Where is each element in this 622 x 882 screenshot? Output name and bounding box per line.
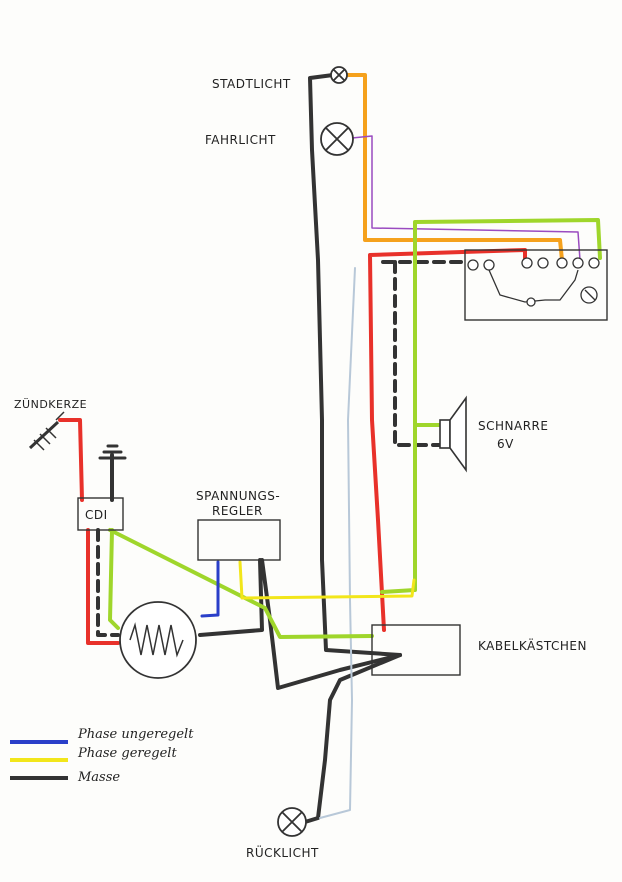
lightblue-wire	[319, 267, 356, 819]
spark-plug-icon	[28, 411, 65, 451]
ground-wire-cdi-dashed	[96, 528, 120, 637]
yellow-wire	[238, 560, 416, 600]
label-cdi: CDI	[85, 508, 108, 522]
label-standlicht: STADTLICHT	[212, 77, 291, 91]
ground-wire-main	[308, 73, 402, 657]
kabelkaestchen-box	[371, 624, 461, 676]
label-regler-line2: REGLER	[212, 504, 263, 518]
legend-label-blue: Phase ungeregelt	[77, 727, 194, 742]
spannungsregler-box	[197, 519, 281, 561]
light-switch-icon	[464, 249, 608, 321]
ground-wire-to-ruecklicht	[303, 653, 402, 824]
generator-icon	[119, 601, 197, 679]
green-wire-horn	[380, 253, 442, 594]
legend: Phase ungeregelt Phase geregelt Masse	[10, 727, 194, 785]
orange-wire	[343, 73, 564, 262]
blue-wire	[200, 560, 220, 618]
green-wire-cdi	[108, 528, 374, 639]
ground-wire-regler	[198, 558, 402, 690]
red-wire-spark	[58, 418, 120, 645]
ruecklicht-lamp-icon	[277, 807, 307, 837]
ground-symbol	[98, 444, 127, 460]
standlicht-lamp-icon	[330, 66, 348, 84]
legend-label-yellow: Phase geregelt	[77, 746, 177, 761]
purple-wire	[351, 135, 581, 261]
label-regler-line1: SPANNUNGS-	[196, 489, 280, 503]
red-wire	[368, 248, 527, 632]
cdi-box	[77, 497, 124, 531]
green-wire	[413, 218, 602, 260]
label-schnarre-line2: 6V	[497, 437, 514, 451]
ground-wire-horn-dashed	[393, 260, 442, 447]
label-kabelkaestchen: KABELKÄSTCHEN	[478, 638, 587, 653]
label-ruecklicht: RÜCKLICHT	[246, 844, 319, 860]
label-zuendkerze: ZÜNDKERZE	[14, 398, 87, 411]
label-fahrlicht: FAHRLICHT	[205, 133, 276, 147]
legend-label-gray: Masse	[77, 770, 120, 785]
label-schnarre-line1: SCHNARRE	[478, 419, 548, 433]
fahrlicht-lamp-icon	[320, 122, 354, 156]
horn-icon	[439, 395, 467, 473]
